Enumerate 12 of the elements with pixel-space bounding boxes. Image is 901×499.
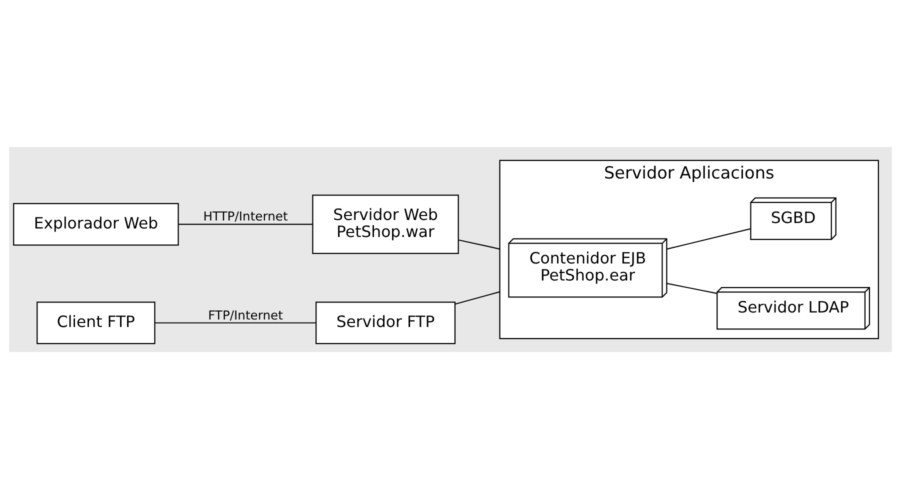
connector — [666, 282, 718, 294]
connector — [455, 291, 500, 305]
connector — [178, 224, 312, 225]
connector — [666, 228, 751, 250]
node-box: Servidor FTP — [316, 302, 456, 344]
node-box: Servidor Web PetShop.war — [312, 194, 459, 254]
node-box: Explorador Web — [13, 203, 179, 246]
node-box: Client FTP — [36, 302, 156, 344]
connector — [458, 239, 500, 250]
edge-label: FTP/Internet — [208, 308, 283, 322]
connector — [154, 322, 316, 324]
edge-label: HTTP/Internet — [203, 210, 288, 224]
